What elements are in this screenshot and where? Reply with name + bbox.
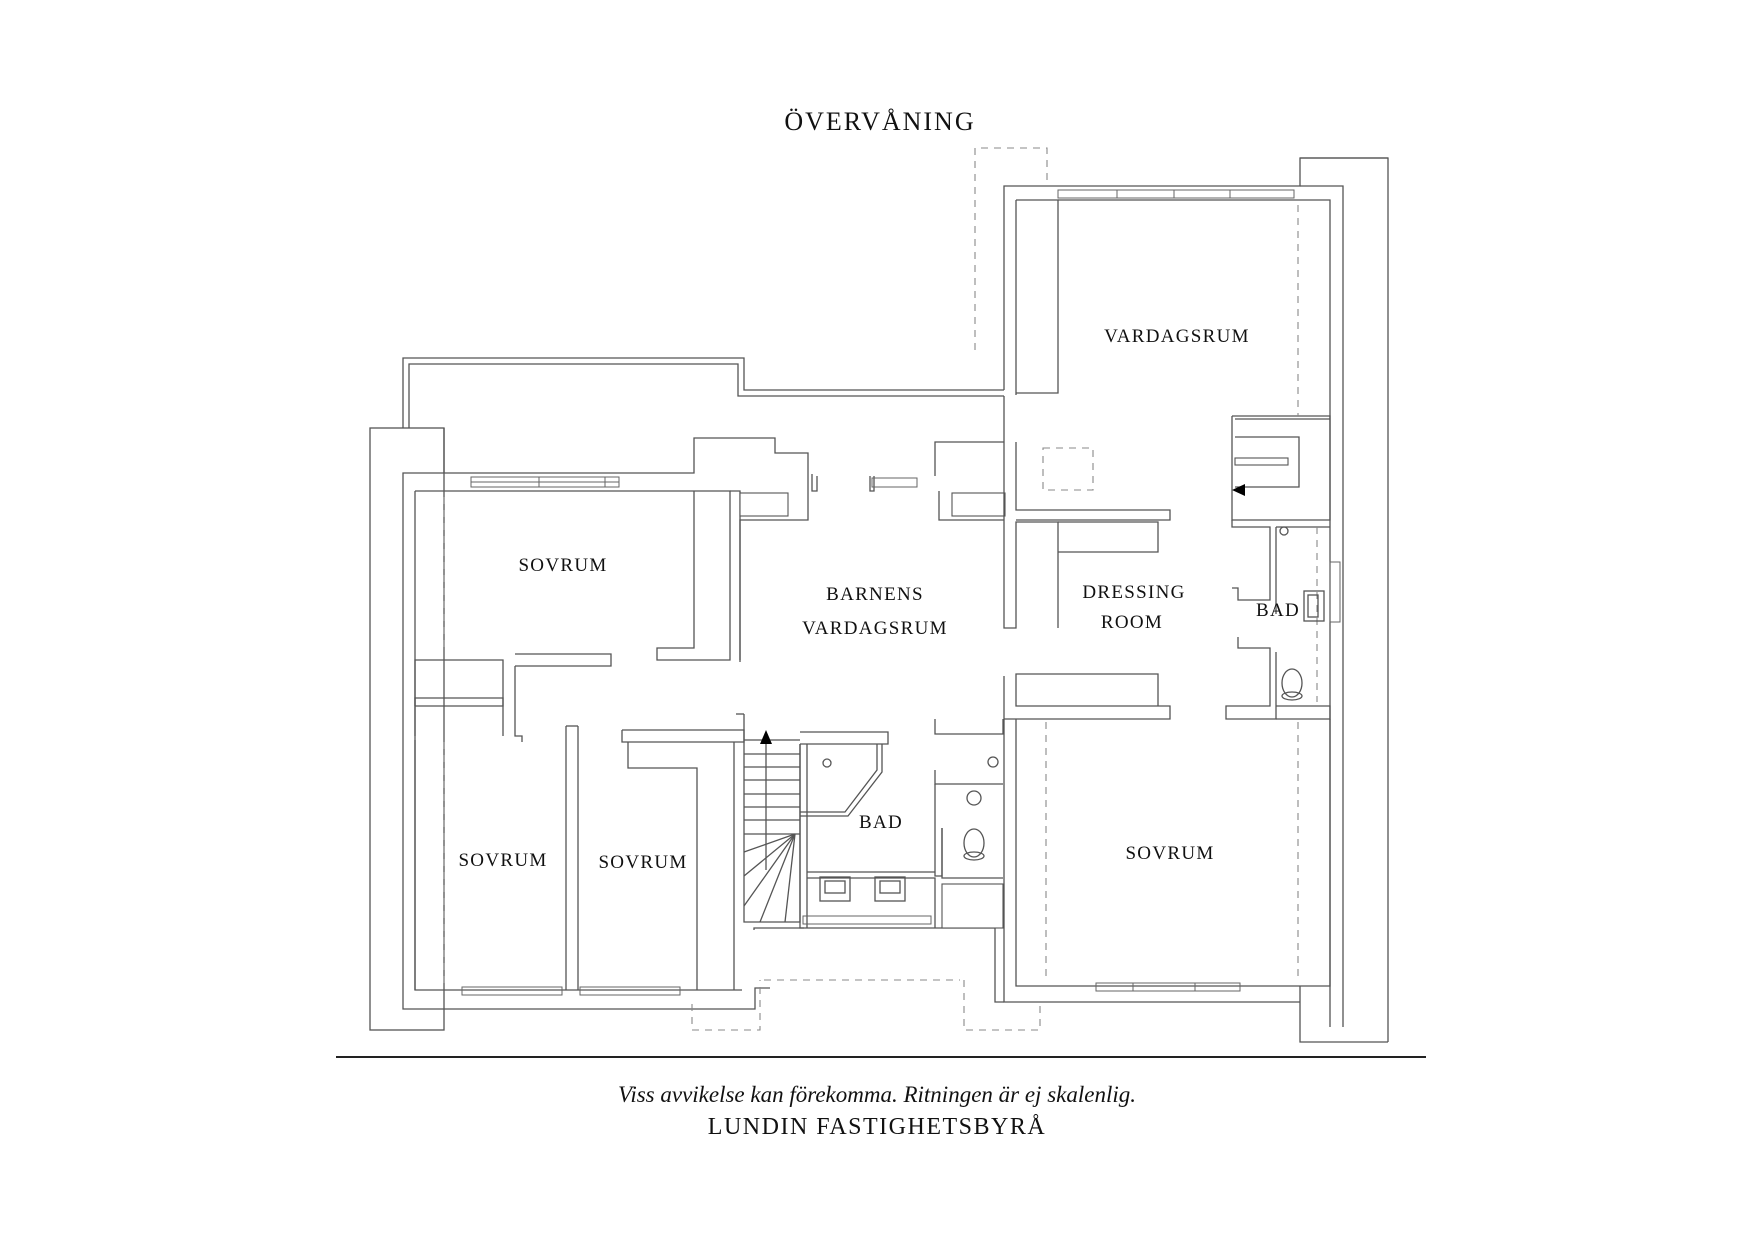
room-labels: SOVRUM BARNENS VARDAGSRUM VARDAGSRUM DRE… [458, 326, 1300, 873]
room-label-sovrum-nw: SOVRUM [518, 555, 607, 576]
dashed-lines [443, 147, 1318, 1031]
room-label-barnens-line2: VARDAGSRUM [802, 618, 948, 639]
room-label-dressing-line1: DRESSING [1082, 582, 1185, 603]
room-label-barnens-line1: BARNENS [826, 584, 924, 605]
walls [369, 157, 1389, 1043]
room-label-dressing-line2: ROOM [1101, 612, 1163, 633]
room-label-vardagsrum: VARDAGSRUM [1104, 326, 1250, 347]
disclaimer-text: Viss avvikelse kan förekomma. Ritningen … [617, 1082, 1136, 1107]
room-label-sovrum-sw1: SOVRUM [458, 850, 547, 871]
floor-title: ÖVERVÅNING [784, 107, 975, 136]
footer-divider [336, 1056, 1426, 1058]
windows [461, 189, 1341, 996]
entrance-arrow-icon [1232, 484, 1245, 496]
room-label-sovrum-sw2: SOVRUM [598, 852, 687, 873]
brand-name: LUNDIN FASTIGHETSBYRÅ [707, 1114, 1047, 1140]
room-label-bad-center: BAD [859, 812, 903, 833]
stair-arrow-icon [760, 730, 772, 744]
room-label-bad-east: BAD [1256, 600, 1300, 621]
room-label-sovrum-se: SOVRUM [1125, 843, 1214, 864]
fixtures [800, 484, 1325, 902]
stair [743, 730, 800, 923]
